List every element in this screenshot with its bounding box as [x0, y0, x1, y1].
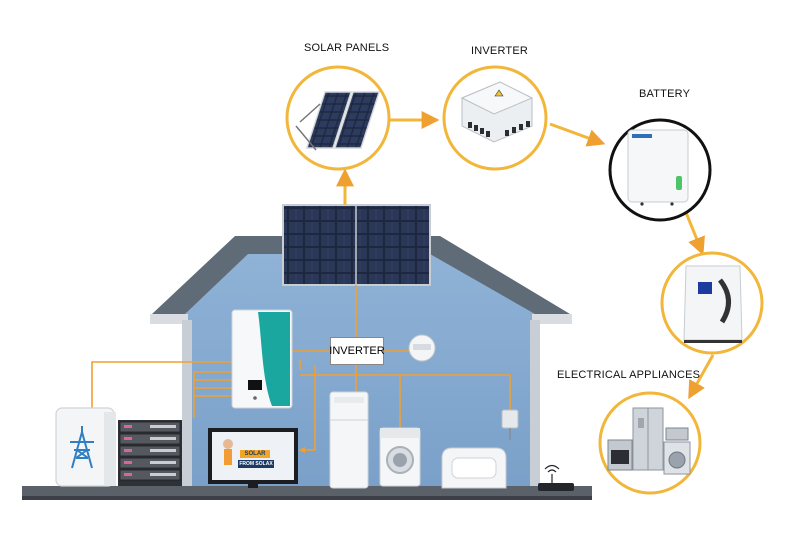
label-inverter-top: INVERTER [471, 45, 529, 57]
appliances-circle [598, 391, 702, 495]
wiring [91, 285, 511, 454]
house-right-wall [530, 320, 540, 492]
sofa [441, 447, 507, 489]
refrigerator [329, 391, 369, 489]
label-electrical-appliances: ELECTRICAL APPLIANCES [557, 369, 701, 381]
grid-cabinet [55, 407, 116, 487]
battery-circle [608, 118, 712, 222]
wall-inverter [231, 309, 293, 409]
tv-text-line1: SOLAR [244, 451, 266, 457]
wall-outlet [501, 409, 519, 440]
label-battery: BATTERY [639, 88, 691, 100]
house-left-wall [182, 320, 192, 492]
roof-solar-panel [282, 204, 431, 286]
ground [22, 486, 592, 496]
tv [208, 428, 298, 488]
battery-rack [118, 420, 182, 486]
house-eave-left [150, 314, 188, 324]
wifi-router-icon [538, 464, 574, 491]
tv-text-line2: FROM SOLAX [239, 461, 273, 467]
inverter-circle [442, 65, 548, 171]
transmission-tower-icon [70, 426, 94, 469]
flow-arrows [336, 111, 715, 400]
smart-meter [408, 334, 436, 362]
inverter-charger-circle [660, 251, 764, 355]
washing-machine [379, 427, 421, 487]
house-eave-right [532, 314, 572, 324]
label-inverter-house: INVERTER [329, 337, 385, 365]
label-solar-panels: SOLAR PANELS [304, 42, 390, 54]
solar-panels-circle [285, 65, 391, 171]
